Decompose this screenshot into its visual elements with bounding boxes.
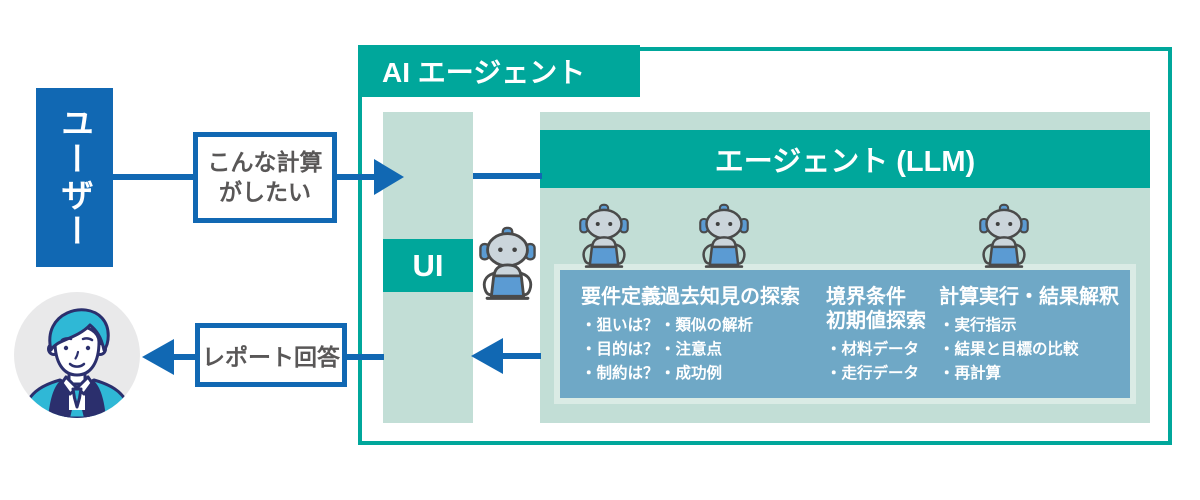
request-message-box: こんな計算 がしたい [193,132,337,223]
task-bullets: ・実行指示 ・結果と目標の比較 ・再計算 [939,314,1134,386]
robot-icon [979,203,1029,270]
task-bullets: ・材料データ ・走行データ [826,338,939,386]
user-label: ユーザー [56,105,94,250]
request-line2: がしたい [219,178,311,205]
task-bullet: ・類似の解析 [660,317,754,334]
task-heading: 要件定義 [581,286,661,308]
task-bullets: ・狙いは？ ・目的は？ ・制約は？ [581,314,660,386]
task-bullets: ・類似の解析 ・注意点 ・成功例 [660,314,826,386]
task-column-past-knowledge: 過去知見の探索 ・類似の解析 ・注意点 ・成功例 [660,285,826,398]
llm-title-label: エージェント (LLM) [714,146,976,178]
task-column-boundary-conditions: 境界条件 初期値探索 ・材料データ ・走行データ [826,285,939,398]
task-bullet: ・結果と目標の比較 [939,341,1079,359]
report-arrowhead-to-user-icon [142,339,174,375]
ui-label-text: UI [412,247,444,283]
task-bullet: ・材料データ [826,341,920,358]
ai-agent-title-label: AI エージェント [382,57,586,88]
task-bullet: ・注意点 [660,341,723,359]
task-heading: 過去知見の探索 [660,286,800,308]
task-column-requirements: 要件定義 ・狙いは？ ・目的は？ ・制約は？ [581,285,661,398]
task-bullet: ・走行データ [826,365,920,383]
ai-agent-title: AI エージェント [358,45,640,97]
task-heading: 境界条件 [826,286,906,308]
task-panel: 要件定義 ・狙いは？ ・目的は？ ・制約は？ 過去知見の探索 ・類似の解析 ・注… [554,264,1136,404]
llm-title-bar: エージェント (LLM) [540,130,1150,188]
ui-label-box: UI [383,239,473,292]
report-message-box: レポート回答 [195,323,347,387]
task-heading: 計算実行・結果解釈 [939,286,1119,308]
task-column-execution: 計算実行・結果解釈 ・実行指示 ・結果と目標の比較 ・再計算 [939,285,1134,398]
robot-icon [579,203,629,270]
task-bullet: ・制約は？ [581,365,659,383]
task-heading-line2: 初期値探索 [826,310,926,332]
task-bullet: ・再計算 [939,365,1002,383]
task-bullet: ・成功例 [660,365,723,383]
request-line1: こんな計算 [207,148,323,175]
robot-icon [479,226,536,302]
report-label: レポート回答 [202,344,340,370]
user-avatar-icon [14,292,140,418]
user-box: ユーザー [36,88,113,267]
task-bullet: ・狙いは？ [581,317,659,334]
task-bullet: ・実行指示 [939,317,1017,334]
robot-icon [699,203,749,270]
task-bullet: ・目的は？ [581,341,659,359]
